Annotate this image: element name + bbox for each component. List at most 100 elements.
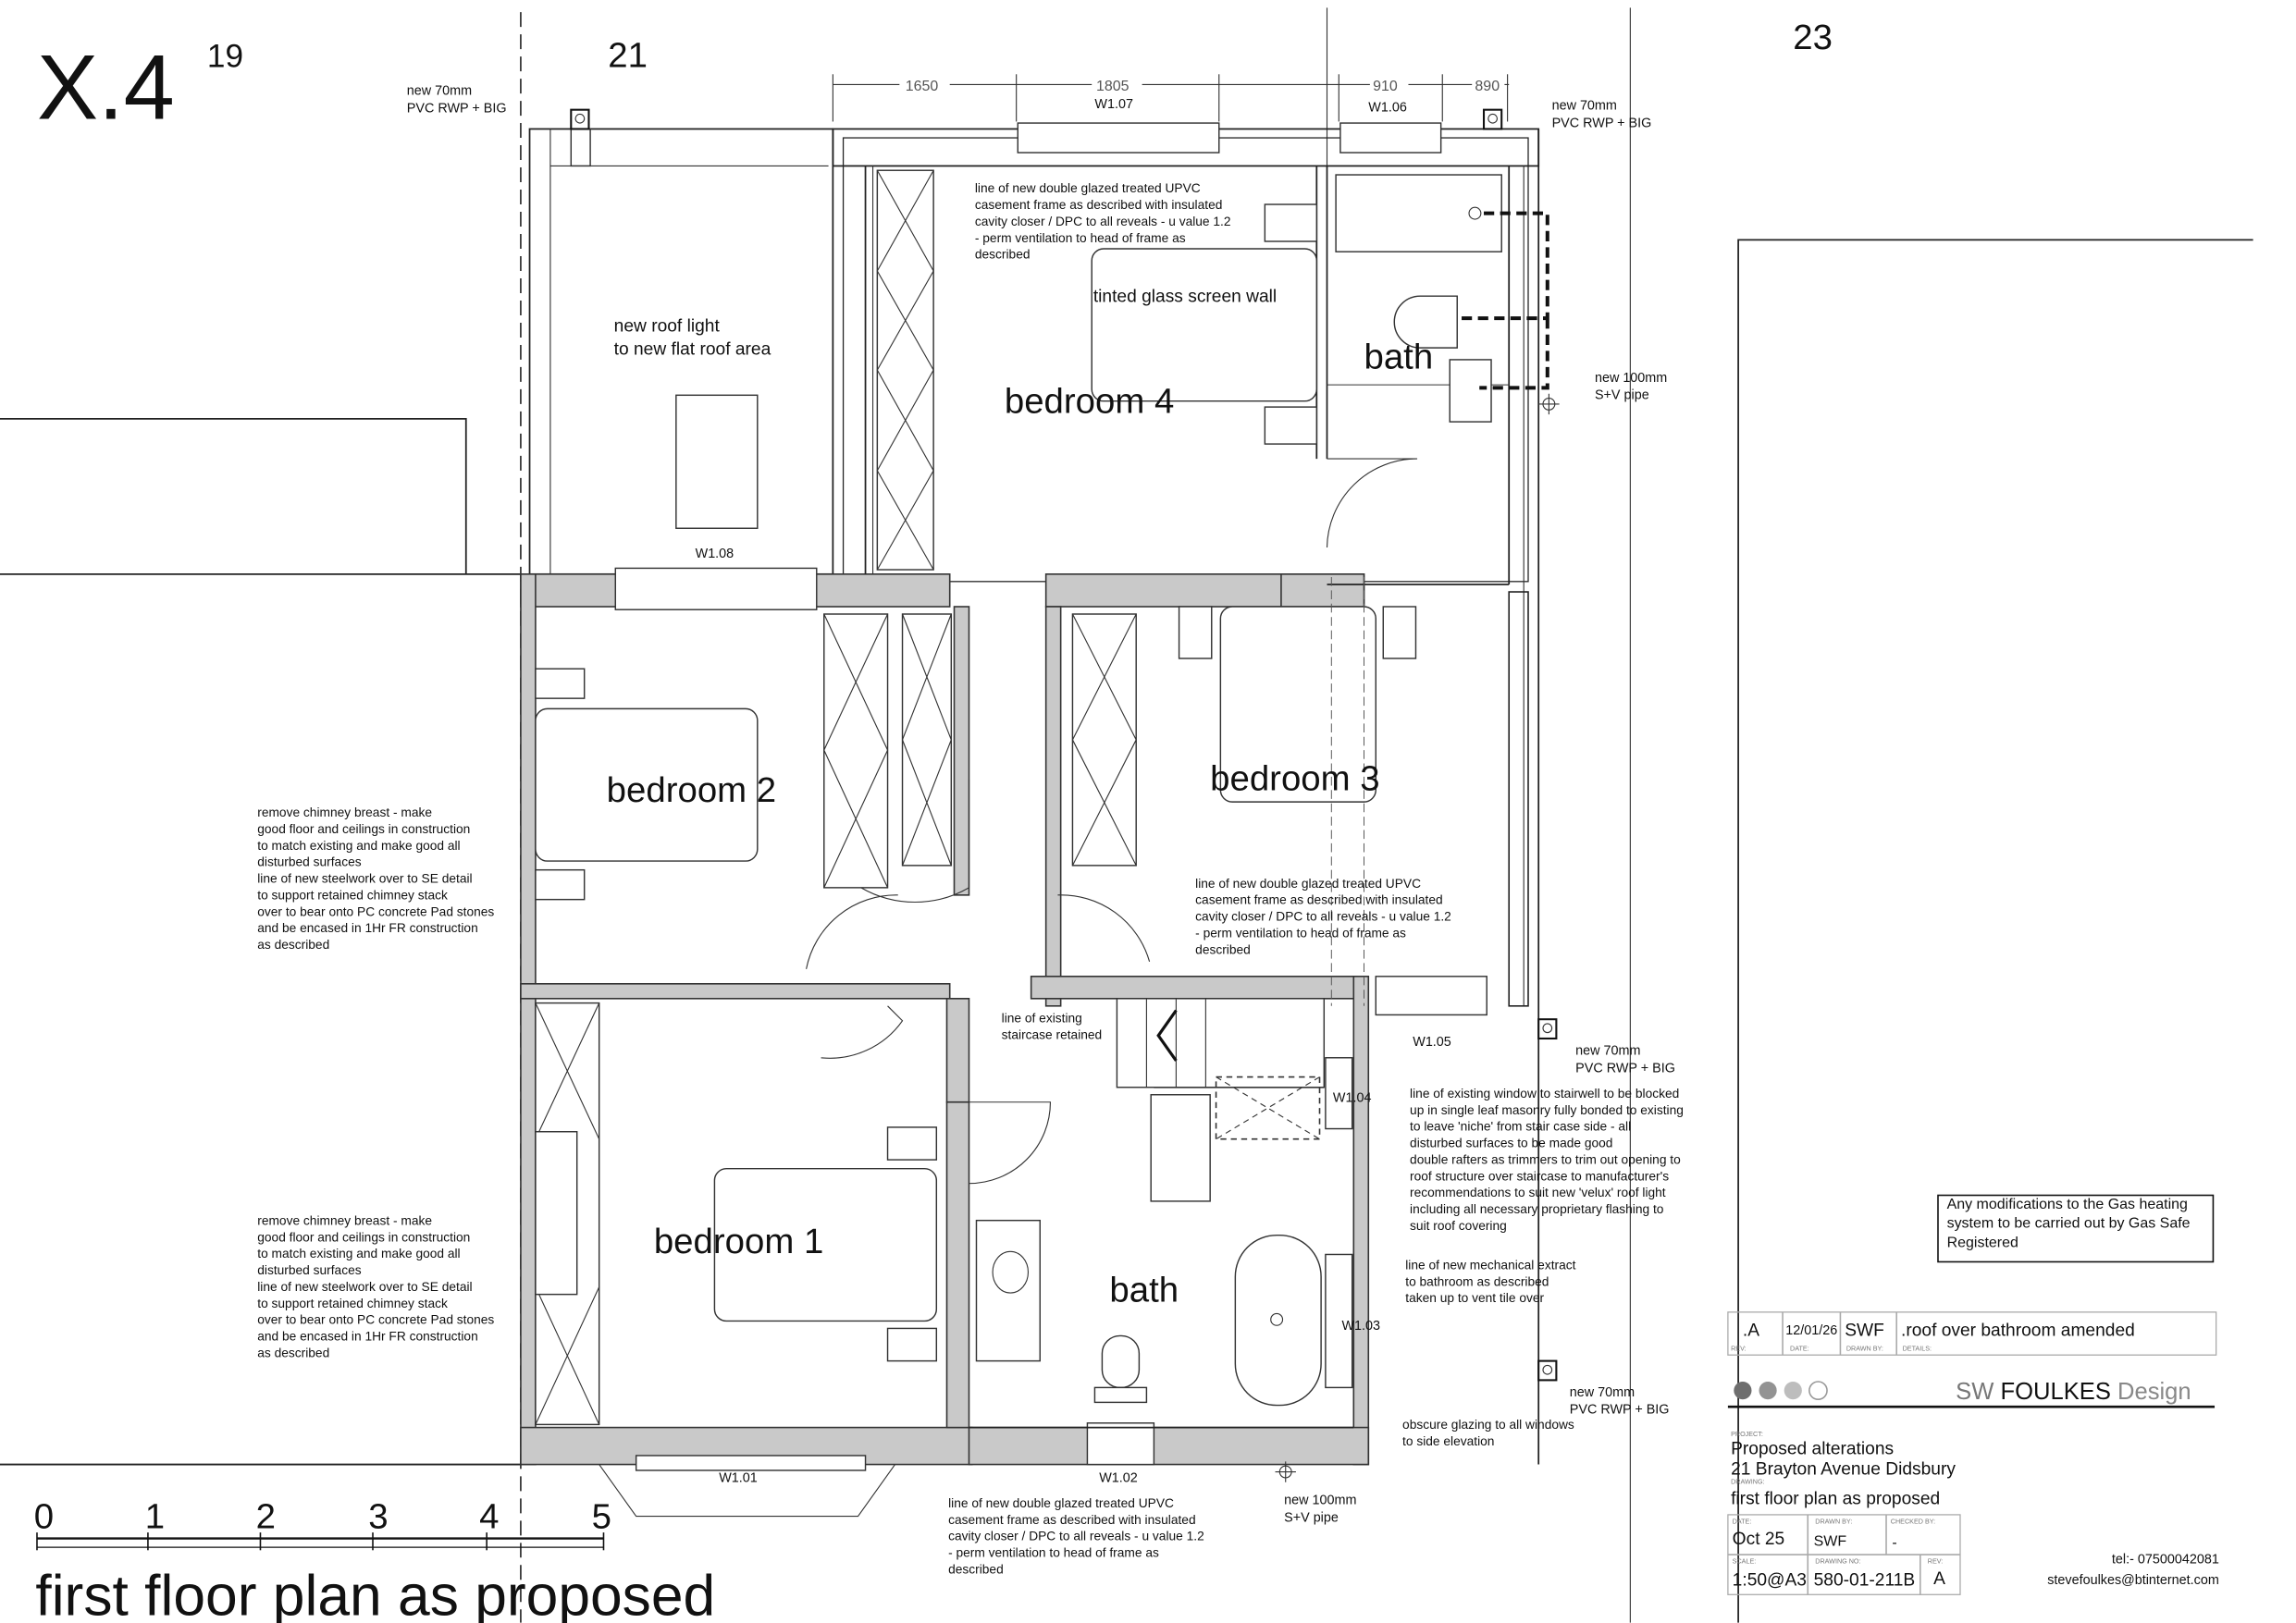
window-label: W1.08 xyxy=(696,547,734,561)
note-line: casement frame as described with insulat… xyxy=(975,198,1222,212)
rwp-marker-icon xyxy=(1537,1018,1558,1040)
dimension-1805: 1805 xyxy=(1096,79,1129,94)
note-line: line of new double glazed treated UPVC xyxy=(1195,877,1421,891)
scale-tick: 0 xyxy=(34,1496,54,1536)
note-line: and be encased in 1Hr FR construction xyxy=(257,921,477,935)
note-line: cavity closer / DPC to all reveals - u v… xyxy=(1195,910,1451,924)
note-line: to side elevation xyxy=(1402,1434,1494,1448)
note-line: new 100mm xyxy=(1284,1494,1356,1508)
project-line-2: 21 Brayton Avenue Didsbury xyxy=(1731,1460,1956,1480)
note-line: Any modifications to the Gas heating xyxy=(1947,1197,2188,1212)
note-line: - perm ventilation to head of frame as xyxy=(975,231,1186,245)
note-line: roof structure over staircase to manufac… xyxy=(1410,1169,1669,1183)
note-line: remove chimney breast - make xyxy=(257,1213,432,1227)
drawing-number: 580-01-211B xyxy=(1814,1571,1916,1591)
window-label: W1.05 xyxy=(1413,1035,1451,1050)
note-line: described xyxy=(1195,942,1251,956)
note-line: disturbed surfaces to be made good xyxy=(1410,1137,1612,1150)
note-line: over to bear onto PC concrete Pad stones xyxy=(257,1313,494,1327)
note-line: line of new double glazed treated UPVC xyxy=(975,181,1201,195)
company-name: SW FOULKES Design xyxy=(1956,1379,2191,1405)
room-label-bedroom-3: bedroom 3 xyxy=(1210,758,1379,798)
pipe-markers xyxy=(570,108,1560,1482)
window-label: W1.07 xyxy=(1094,97,1133,112)
note-line: - perm ventilation to head of frame as xyxy=(948,1546,1159,1560)
note-line: obscure glazing to all windows xyxy=(1402,1418,1574,1432)
label: CHECKED BY: xyxy=(1891,1518,1935,1526)
label: DATE: xyxy=(1733,1518,1752,1526)
label: DRAWING: xyxy=(1731,1477,1764,1485)
label: DRAWING NO: xyxy=(1815,1557,1860,1566)
note-line: over to bear onto PC concrete Pad stones xyxy=(257,904,494,918)
note-line: disturbed surfaces xyxy=(257,855,361,869)
note-line: good floor and ceilings in construction xyxy=(257,822,470,836)
note-line: casement frame as described with insulat… xyxy=(948,1513,1196,1527)
rwp-marker-icon xyxy=(1537,1359,1558,1382)
note-upvc-mid: line of new double glazed treated UPVC ca… xyxy=(1195,877,1451,957)
note-line: line of existing xyxy=(1002,1011,1082,1025)
wardrobes xyxy=(535,169,1137,1426)
label: REV: xyxy=(1731,1344,1747,1352)
window-label: W1.02 xyxy=(1099,1471,1138,1486)
label: DETAILS: xyxy=(1903,1344,1932,1352)
note-line: recommendations to suit new 'velux' roof… xyxy=(1410,1186,1666,1199)
neighbour-right-number: 23 xyxy=(1793,18,1833,57)
scale-tick: 2 xyxy=(256,1496,276,1536)
note-line: as described xyxy=(257,1346,329,1360)
note-line: disturbed surfaces xyxy=(257,1263,361,1277)
note-line: described xyxy=(975,248,1031,262)
svp-marker-icon xyxy=(1538,393,1560,415)
note-line: new 100mm xyxy=(1595,371,1667,386)
note-glass-screen: tinted glass screen wall xyxy=(1093,288,1277,307)
company-logo-circles-icon xyxy=(1734,1381,1828,1400)
window-label: W1.06 xyxy=(1368,100,1407,115)
walls xyxy=(520,122,1540,1518)
window-label: W1.04 xyxy=(1333,1091,1372,1106)
label: REV: xyxy=(1928,1557,1944,1566)
note-line: tinted glass screen wall xyxy=(1093,288,1277,307)
note-line: PVC RWP + BIG xyxy=(1575,1061,1675,1076)
checked-by: - xyxy=(1892,1535,1896,1551)
note-line: and be encased in 1Hr FR construction xyxy=(257,1330,477,1344)
note-line: - perm ventilation to head of frame as xyxy=(1195,926,1406,940)
note-line: to bathroom as described xyxy=(1405,1274,1549,1288)
note-line: PVC RWP + BIG xyxy=(1552,116,1652,130)
note-line: S+V pipe xyxy=(1284,1510,1339,1525)
scale-tick: 4 xyxy=(479,1496,499,1536)
label: SCALE: xyxy=(1733,1557,1757,1566)
house-number: 21 xyxy=(608,35,648,75)
note-line: new 70mm xyxy=(1575,1044,1640,1059)
note-line: including all necessary proprietary flas… xyxy=(1410,1202,1664,1216)
revision-details: .roof over bathroom amended xyxy=(1901,1321,2135,1340)
note-line: line of new steelwork over to SE detail xyxy=(257,872,472,886)
revision-rev: .A xyxy=(1743,1321,1759,1340)
note-line: line of existing window to stairwell to … xyxy=(1410,1087,1679,1100)
note-gas: Any modifications to the Gas heating syst… xyxy=(1947,1197,2191,1251)
drawing-rev: A xyxy=(1933,1569,1945,1589)
dimension-1650: 1650 xyxy=(906,79,939,94)
room-label-bedroom-1: bedroom 1 xyxy=(654,1222,823,1261)
label: DRAWN BY: xyxy=(1815,1518,1852,1526)
gas-note-box xyxy=(1937,1194,2215,1263)
note-line: to support retained chimney stack xyxy=(257,1297,448,1310)
scale-tick: 3 xyxy=(368,1496,388,1536)
sheet-code: X.4 xyxy=(37,36,175,139)
contact-email: stevefoulkes@btinternet.com xyxy=(2047,1573,2219,1588)
note-line: Registered xyxy=(1947,1235,2018,1250)
note-line: as described xyxy=(257,938,329,952)
svp-marker-icon xyxy=(1275,1461,1296,1482)
dimension-910: 910 xyxy=(1373,79,1398,94)
note-line: line of new double glazed treated UPVC xyxy=(948,1496,1174,1510)
note-stair-window: line of existing window to stairwell to … xyxy=(1410,1087,1684,1233)
note-line: PVC RWP + BIG xyxy=(1570,1403,1670,1418)
drawing-date: Oct 25 xyxy=(1733,1530,1785,1549)
note-line: system to be carried out by Gas Safe xyxy=(1947,1216,2191,1232)
project-line-1: Proposed alterations xyxy=(1731,1439,1894,1458)
